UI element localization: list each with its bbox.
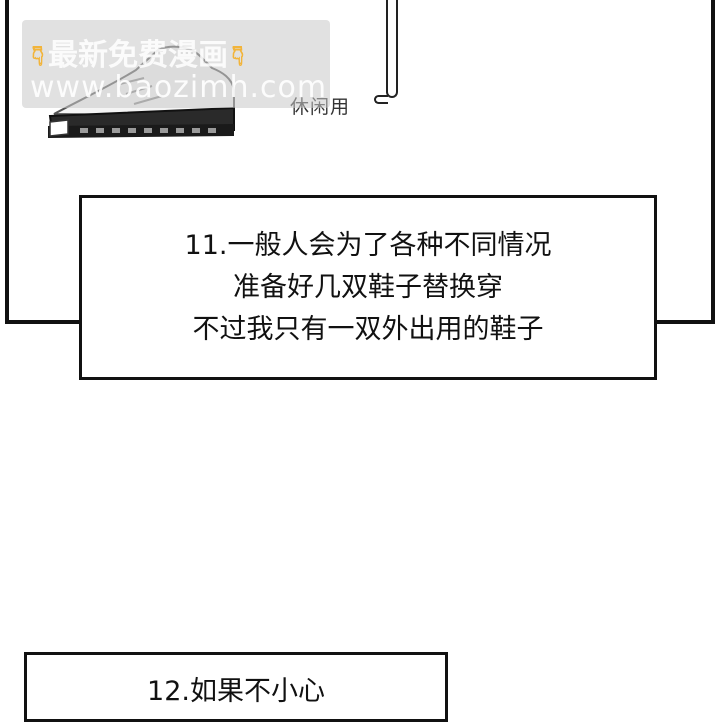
caption-line: 不过我只有一双外出用的鞋子 bbox=[192, 313, 544, 345]
shoe-hanger-hook bbox=[374, 95, 388, 104]
caption-line: 11.一般人会为了各种不同情况 bbox=[184, 229, 552, 261]
watermark: 👇︎最新免费漫画👇︎ www.baozimh.com bbox=[22, 20, 330, 108]
caption-line: 准备好几双鞋子替换穿 bbox=[233, 271, 503, 303]
watermark-title: 最新免费漫画 bbox=[48, 38, 229, 73]
shoe-hanger-strap bbox=[386, 0, 398, 98]
watermark-line-1: 👇︎最新免费漫画👇︎ bbox=[32, 30, 244, 74]
pointing-down-hand-icon: 👇︎ bbox=[32, 39, 45, 72]
pointing-down-hand-icon: 👇︎ bbox=[232, 39, 245, 72]
watermark-url: www.baozimh.com bbox=[30, 70, 328, 105]
caption-box-2: 12.如果不小心 bbox=[24, 652, 448, 722]
caption-line: 12.如果不小心 bbox=[147, 676, 325, 707]
caption-box-1: 11.一般人会为了各种不同情况 准备好几双鞋子替换穿 不过我只有一双外出用的鞋子 bbox=[79, 195, 657, 380]
